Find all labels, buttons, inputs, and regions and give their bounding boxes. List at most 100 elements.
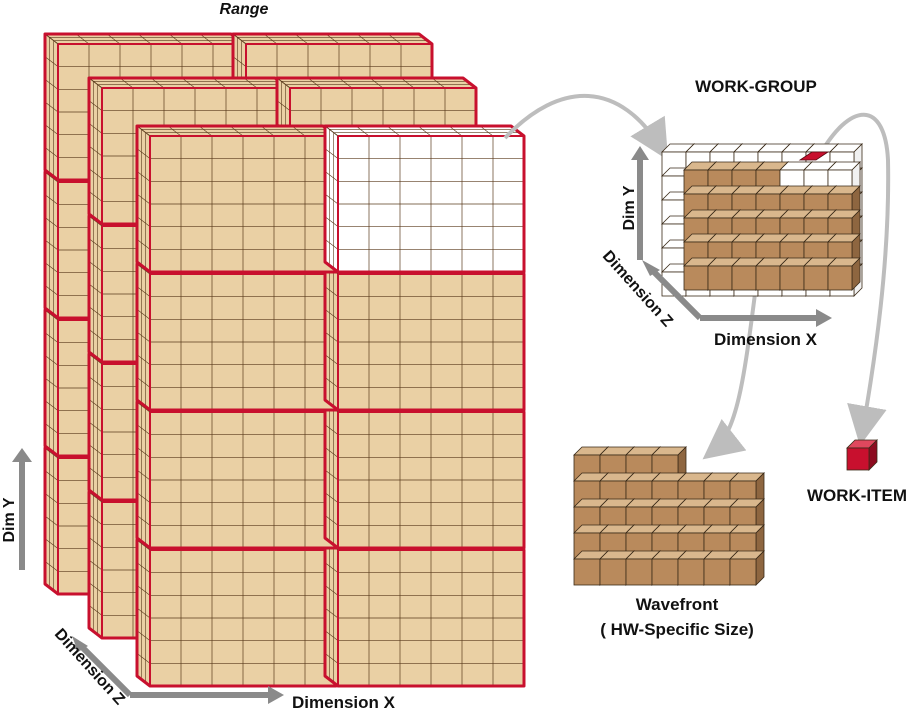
cube-front (625, 558, 653, 586)
block-left-gridline (136, 424, 151, 435)
block-left-gridline (88, 559, 103, 571)
block-left-gridline (232, 56, 247, 67)
block-left-gridline (44, 101, 59, 113)
wg-front-cube (683, 233, 717, 267)
wg-work-item-highlight (798, 151, 830, 161)
cube-front (683, 265, 709, 291)
block-left-gridline (44, 423, 59, 434)
block-top-gridline (75, 33, 90, 45)
block-left-gridline (324, 515, 339, 526)
block-top-gridline (369, 77, 384, 89)
block-left-gridline (324, 239, 339, 250)
range-block (323, 262, 526, 412)
block-left-gridline (88, 306, 103, 317)
block-left-gridline (136, 469, 151, 481)
wg-axis-x-label: Dimension X (714, 330, 818, 349)
block-left-gridline (44, 239, 59, 251)
range-axis-z-arrow (77, 642, 133, 698)
block-top-gridline (291, 125, 306, 137)
block-left-gridline (136, 515, 151, 526)
block-left-gridline (324, 193, 339, 205)
block-left-gridline (136, 171, 151, 182)
block-left-gridline (324, 607, 339, 619)
block-left-gridline (88, 582, 103, 593)
range-axes (12, 448, 284, 704)
range-block-selected (323, 124, 526, 274)
block-left-gridline (136, 193, 151, 205)
block-left-gridline (136, 607, 151, 619)
range-block (135, 262, 338, 412)
block-top-gridline (137, 33, 152, 45)
block-left-gridline (324, 309, 339, 320)
wavefront-cube (703, 472, 739, 508)
block-left-gridline (136, 377, 151, 388)
block-top-gridline (119, 77, 134, 89)
block-top-gridline (325, 33, 340, 45)
workgroup-to-workitem-arrow (816, 112, 891, 446)
block-left-gridline (276, 100, 291, 111)
block-left-gridline (88, 444, 103, 455)
block-left-gridline (88, 261, 103, 272)
work-item-single-cube (846, 439, 878, 471)
block-top-gridline (386, 125, 401, 137)
block-top-gridline (448, 125, 463, 137)
range-block (323, 400, 526, 550)
work-item-title: WORK-ITEM (807, 486, 907, 505)
range-front-blocks (135, 124, 526, 688)
block-top-gridline (431, 77, 446, 89)
block-left-gridline (88, 145, 103, 157)
block-top-gridline (387, 33, 402, 45)
block-left-gridline (44, 217, 59, 228)
block-top-gridline (181, 77, 196, 89)
cube-front (651, 558, 679, 586)
block-left-gridline (44, 493, 59, 504)
block-left-gridline (44, 355, 59, 366)
block-left-gridline (324, 354, 339, 365)
block-top-gridline (294, 33, 309, 45)
block-left-gridline (136, 354, 151, 365)
cube-front (803, 265, 829, 291)
block-top-gridline (212, 77, 227, 89)
range-block (135, 538, 338, 688)
block-left-gridline (324, 492, 339, 503)
block-left-gridline (136, 630, 151, 641)
block-left-gridline (324, 653, 339, 664)
block-left-gridline (136, 216, 151, 227)
block-left-gridline (88, 191, 103, 202)
range-axis-y-label: Dim Y (1, 497, 18, 542)
wavefront-cubes (573, 446, 765, 586)
block-left-gridline (44, 538, 59, 549)
wavefront-cube (729, 550, 765, 586)
block-top-gridline (479, 125, 494, 137)
work-group-axes (631, 146, 832, 327)
block-left-gridline (88, 376, 103, 387)
block-left-gridline (88, 238, 103, 249)
block-left-gridline (44, 56, 59, 67)
cube-front (827, 265, 853, 291)
block-top-gridline (307, 77, 322, 89)
block-left-gridline (324, 424, 339, 435)
block-left-gridline (324, 469, 339, 481)
block-left-gridline (324, 562, 339, 573)
block-top-gridline (150, 77, 165, 89)
block-top-gridline (355, 125, 370, 137)
block-left-gridline (136, 492, 151, 503)
block-outline (323, 124, 526, 274)
block-left-gridline (136, 653, 151, 664)
block-left-gridline (324, 377, 339, 388)
block-left-gridline (136, 447, 151, 458)
range-block (135, 124, 338, 274)
cube-front (731, 265, 757, 291)
block-left-gridline (88, 537, 103, 548)
work-group-cube (661, 143, 863, 297)
block-left-gridline (324, 447, 339, 458)
cube-front (707, 265, 733, 291)
cube-front (703, 558, 731, 586)
block-top-gridline (167, 125, 182, 137)
range-cube (43, 32, 526, 688)
block-left-gridline (324, 630, 339, 641)
wg-axis-z-arrow (647, 265, 703, 321)
block-top-gridline (229, 125, 244, 137)
wg-axis-z-arrowhead (642, 260, 660, 276)
